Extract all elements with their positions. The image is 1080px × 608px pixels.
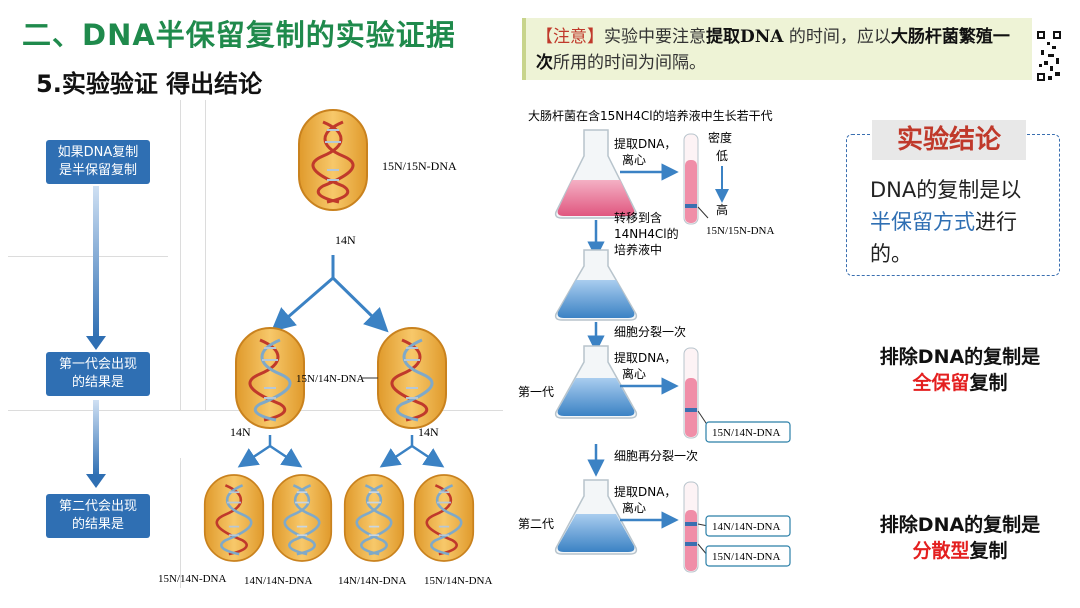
gen2-dna-label: 15N/14N-DNA (158, 573, 226, 585)
divider (205, 100, 206, 410)
divide-twice-label: 细胞再分裂一次 (614, 449, 698, 463)
note-text-1: 实验中要注意 (604, 27, 706, 47)
step-box-gen1: 第一代会出现 的结果是 (46, 352, 150, 396)
arrow (411, 444, 445, 468)
centrifuge-label: 离心 (622, 152, 646, 167)
step-box-hypothesis: 如果DNA复制 是半保留复制 (46, 140, 150, 184)
band0-label: 15N/15N-DNA (706, 225, 774, 237)
tube-3 (683, 481, 699, 573)
gen2-bacterium-1 (203, 474, 265, 562)
step-text: 如果DNA复制 (57, 145, 139, 160)
step-text: 的结果是 (71, 375, 124, 390)
down-arrow-icon (86, 400, 106, 488)
extract-label: 提取DNA， (614, 484, 676, 499)
conclusion-text: DNA的复制是以半保留方式进行的。 (870, 174, 1056, 270)
divider (180, 100, 181, 410)
divide-once-label: 细胞分裂一次 (614, 325, 686, 339)
band2-bottom-label: 15N/14N-DNA (712, 551, 780, 563)
gen1-label: 第一代 (518, 385, 554, 399)
note-bold-2: 大肠杆菌繁殖一次 (536, 27, 1010, 73)
band2-bottom-label-box (705, 545, 791, 567)
density-label: 密度 (708, 130, 732, 145)
tube-2 (683, 347, 699, 439)
transfer-label-1: 转移到含 (614, 210, 662, 225)
attention-note: 【注意】实验中要注意提取DNA 的时间，应以大肠杆菌繁殖一次所用的时间为间隔。 (522, 18, 1032, 80)
exclusion-highlight: 分散型 (912, 540, 970, 562)
tube-1 (683, 133, 699, 225)
conclusion-highlight: 半保留方式 (870, 210, 975, 234)
flask-gen1 (554, 345, 638, 419)
arrow (379, 444, 413, 468)
step-text: 第二代会出现 (58, 499, 137, 514)
gen2-label: 第二代 (518, 517, 554, 531)
transfer-label-3: 培养液中 (614, 242, 662, 257)
note-tag: 【注意】 (536, 27, 604, 47)
centrifuge-label: 离心 (622, 500, 646, 515)
conclusion-text-1: DNA的复制是以 (870, 178, 1022, 202)
centrifuge-experiment: 大肠杆菌在含15NH4Cl的培养液中生长若干代 提取DNA， 离心 密度 低 高… (518, 108, 791, 573)
flask-15n (554, 129, 638, 219)
gen2-dna-label: 15N/14N-DNA (424, 575, 492, 587)
qr-code-icon (1036, 30, 1062, 82)
divider (8, 256, 168, 257)
down-arrow-icon (86, 186, 106, 350)
flask-14n (554, 249, 638, 321)
section-subtitle: 5.实验验证 得出结论 (36, 70, 263, 98)
replication-diagram: 15N/15N-DNA 14N 15N/14N-DNA 14N 14N 15N/… (158, 109, 492, 587)
arrow (269, 444, 303, 468)
exclusion-dispersive: 排除DNA的复制是 分散型复制 (850, 512, 1070, 564)
centrifuge-label: 离心 (622, 366, 646, 381)
note-text-3: 所用的时间为间隔。 (553, 53, 706, 73)
step-text: 的结果是 (71, 517, 124, 532)
gen2-bacterium-4 (413, 474, 475, 562)
step-box-gen2: 第二代会出现 的结果是 (46, 494, 150, 538)
gen1-dna-label: 15N/14N-DNA (296, 373, 364, 385)
band1-label: 15N/14N-DNA (712, 427, 780, 439)
gen1-bacterium-left (235, 327, 305, 429)
arrow-right (331, 276, 389, 333)
gen1-left-medium: 14N (230, 425, 251, 439)
medium-label: 14N (335, 233, 356, 247)
gen2-bacterium-3 (343, 474, 405, 562)
extract-label: 提取DNA， (614, 136, 676, 151)
parent-bacterium (298, 109, 368, 211)
step-text: 是半保留复制 (58, 163, 137, 178)
experiment-header: 大肠杆菌在含15NH4Cl的培养液中生长若干代 (528, 108, 773, 123)
label-leader (697, 206, 709, 219)
note-bold-1: 提取DNA (706, 27, 784, 47)
arrow-left (270, 276, 334, 332)
conclusion-text-3: 的。 (870, 242, 912, 266)
conclusion-title: 实验结论 (872, 120, 1026, 160)
extract-label: 提取DNA， (614, 350, 676, 365)
conclusion-text-2: 进行 (975, 210, 1017, 234)
gen1-right-medium: 14N (418, 425, 439, 439)
exclusion-conservative: 排除DNA的复制是 全保留复制 (850, 344, 1070, 396)
exclusion-text: 排除DNA的复制是 (879, 346, 1041, 368)
density-high-label: 高 (716, 202, 728, 217)
band1-label-box (705, 421, 791, 443)
flask-gen2 (554, 479, 638, 555)
step-text: 第一代会出现 (58, 357, 137, 372)
page-title: 二、DNA半保留复制的实验证据 (22, 18, 456, 52)
band2-top-label-box (705, 515, 791, 537)
parent-dna-label: 15N/15N-DNA (382, 159, 457, 173)
band2-top-label: 14N/14N-DNA (712, 521, 780, 533)
exclusion-text: 排除DNA的复制是 (879, 514, 1041, 536)
gen2-bacterium-2 (271, 474, 333, 562)
density-low-label: 低 (716, 149, 728, 163)
transfer-label-2: 14NH4Cl的 (614, 226, 679, 241)
arrow (237, 444, 271, 468)
exclusion-highlight: 全保留 (912, 372, 970, 394)
gen1-bacterium-right (377, 327, 447, 429)
gen2-dna-label: 14N/14N-DNA (244, 575, 312, 587)
note-text-2: 的时间，应以 (783, 27, 891, 47)
exclusion-text: 复制 (969, 372, 1008, 394)
exclusion-text: 复制 (969, 540, 1008, 562)
gen2-dna-label: 14N/14N-DNA (338, 575, 406, 587)
divider (180, 458, 181, 588)
